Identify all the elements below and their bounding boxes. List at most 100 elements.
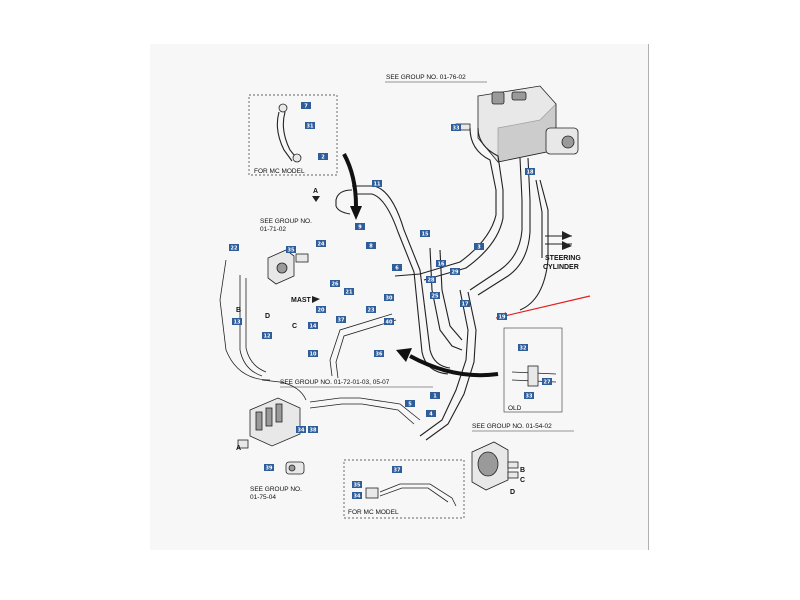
svg-text:30: 30 xyxy=(386,296,393,302)
svg-text:17: 17 xyxy=(462,302,469,308)
part-badge[interactable]: 4 xyxy=(426,410,436,418)
svg-text:9: 9 xyxy=(358,225,362,231)
svg-text:1: 1 xyxy=(433,394,437,400)
part-badge[interactable]: 12 xyxy=(262,332,272,340)
part-badge[interactable]: 6 xyxy=(392,264,402,272)
port-letter-a-top: A xyxy=(313,188,318,195)
svg-text:38: 38 xyxy=(310,428,317,434)
svg-text:8: 8 xyxy=(369,244,373,250)
part-badge[interactable]: 11 xyxy=(372,180,382,188)
part-badge[interactable]: 15 xyxy=(420,230,430,238)
part-badge[interactable]: 19 xyxy=(497,313,507,321)
part-badge[interactable]: 1 xyxy=(430,392,440,400)
svg-text:25: 25 xyxy=(432,294,439,300)
part-badge[interactable]: 29 xyxy=(450,268,460,276)
hydraulic-piping-diagram: FOR MC MODEL SEE GROUP NO. 01-76-02 xyxy=(219,74,591,519)
svg-text:19: 19 xyxy=(499,315,506,321)
port-letter-b-right: B xyxy=(520,467,525,474)
svg-text:22: 22 xyxy=(231,246,238,252)
port-letter-d-left: D xyxy=(265,313,270,320)
part-badge[interactable]: 34 xyxy=(296,426,306,434)
svg-text:15: 15 xyxy=(422,232,429,238)
part-badge[interactable]: 36 xyxy=(374,350,384,358)
part-badge[interactable]: 31 xyxy=(305,122,315,130)
ref-group-01-71-02-b: 01-71-02 xyxy=(260,226,286,233)
part-badge[interactable]: 28 xyxy=(426,276,436,284)
mast-label: MAST xyxy=(291,297,312,304)
part-badge[interactable]: 8 xyxy=(366,242,376,250)
svg-text:39: 39 xyxy=(266,466,273,472)
mc-model-label-top: FOR MC MODEL xyxy=(254,168,305,175)
callout-arrow xyxy=(495,295,591,319)
mc-model-box-bottom xyxy=(343,459,465,519)
part-badge[interactable]: 25 xyxy=(430,292,440,300)
svg-text:31: 31 xyxy=(307,124,314,130)
part-badge[interactable]: 20 xyxy=(316,306,326,314)
part-badge[interactable]: 21 xyxy=(344,288,354,296)
old-variant-label: OLD xyxy=(508,405,522,412)
part-badge[interactable]: 17 xyxy=(460,300,470,308)
part-badge[interactable]: 39 xyxy=(264,464,274,472)
old-variant-box xyxy=(503,327,563,413)
part-badge[interactable]: 33 xyxy=(451,124,461,132)
port-letter-b-left: B xyxy=(236,307,241,314)
svg-text:10: 10 xyxy=(310,352,317,358)
steering-tank xyxy=(455,85,579,163)
part-badge[interactable]: 35 xyxy=(286,246,296,254)
svg-text:28: 28 xyxy=(428,278,435,284)
part-badge[interactable]: 7 xyxy=(301,102,311,110)
ref-group-01-72: SEE GROUP NO. 01-72-01-03, 05-07 xyxy=(280,379,390,386)
ref-group-01-54-02: SEE GROUP NO. 01-54-02 xyxy=(472,423,552,430)
svg-text:36: 36 xyxy=(376,352,383,358)
part-badge[interactable]: 18 xyxy=(525,168,535,176)
svg-text:11: 11 xyxy=(374,182,381,188)
part-badge[interactable]: 33 xyxy=(524,392,534,400)
part-badge[interactable]: 38 xyxy=(308,426,318,434)
port-letter-c-left: C xyxy=(292,323,297,330)
part-badge[interactable]: 16 xyxy=(436,260,446,268)
port-letter-c-right: C xyxy=(520,477,525,484)
svg-text:33: 33 xyxy=(526,394,533,400)
svg-text:13: 13 xyxy=(234,320,241,326)
steering-cylinder-label-b: CYLINDER xyxy=(543,264,579,271)
svg-text:5: 5 xyxy=(408,402,412,408)
svg-text:26: 26 xyxy=(332,282,339,288)
svg-text:34: 34 xyxy=(354,494,361,500)
part-badge[interactable]: 9 xyxy=(355,223,365,231)
svg-text:2: 2 xyxy=(321,155,325,161)
svg-text:6: 6 xyxy=(395,266,399,272)
part-badge[interactable]: 34 xyxy=(352,492,362,500)
part-badge[interactable]: 40 xyxy=(384,318,394,326)
part-badge[interactable]: 24 xyxy=(316,240,326,248)
part-badge[interactable]: 13 xyxy=(232,318,242,326)
part-badge[interactable]: 10 xyxy=(308,350,318,358)
part-badge[interactable]: 37 xyxy=(392,466,402,474)
svg-text:20: 20 xyxy=(318,308,325,314)
part-badge[interactable]: 3 xyxy=(474,243,484,251)
part-badge[interactable]: 30 xyxy=(384,294,394,302)
svg-text:37: 37 xyxy=(338,318,345,324)
part-badge[interactable]: 23 xyxy=(366,306,376,314)
parts-diagram-sheet: FOR MC MODEL SEE GROUP NO. 01-76-02 xyxy=(150,44,649,550)
svg-text:7: 7 xyxy=(304,104,308,110)
svg-text:35: 35 xyxy=(354,483,361,489)
part-badge[interactable]: 2 xyxy=(318,153,328,161)
part-badge[interactable]: 35 xyxy=(352,481,362,489)
part-badge[interactable]: 32 xyxy=(518,344,528,352)
ref-group-01-76-02: SEE GROUP NO. 01-76-02 xyxy=(386,74,466,81)
svg-text:33: 33 xyxy=(453,126,460,132)
part-badge[interactable]: 27 xyxy=(542,378,552,386)
svg-text:16: 16 xyxy=(438,262,445,268)
part-badge[interactable]: 14 xyxy=(308,322,318,330)
svg-text:21: 21 xyxy=(346,290,353,296)
part-badge[interactable]: 37 xyxy=(336,316,346,324)
steering-cylinder-label-a: STEERING xyxy=(545,255,581,262)
ref-group-01-75-04-b: 01-75-04 xyxy=(250,494,276,501)
control-valve xyxy=(237,397,301,449)
valve-fitting-bottom xyxy=(285,461,305,475)
part-badge[interactable]: 22 xyxy=(229,244,239,252)
svg-text:29: 29 xyxy=(452,270,459,276)
part-badge[interactable]: 5 xyxy=(405,400,415,408)
pump-unit xyxy=(267,249,309,285)
part-badge[interactable]: 26 xyxy=(330,280,340,288)
